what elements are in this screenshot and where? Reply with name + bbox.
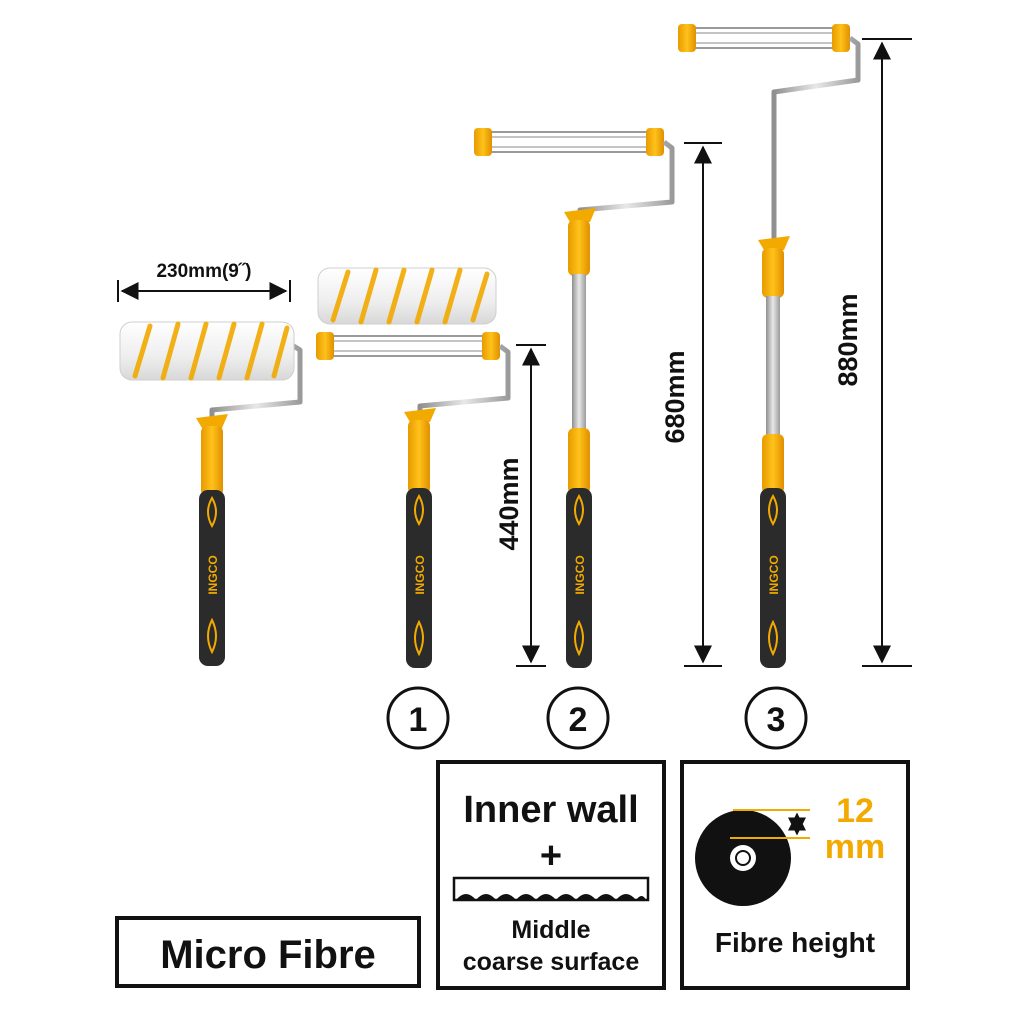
handle-collar bbox=[404, 408, 436, 422]
height-label-3: 880mm bbox=[833, 293, 863, 386]
fibre-height-box: 12 mm Fibre height bbox=[680, 760, 910, 990]
surface-title: Inner wall bbox=[463, 789, 638, 831]
brand-logo: INGCO bbox=[573, 555, 587, 594]
brand-logo: INGCO bbox=[767, 555, 781, 594]
height-label-2: 680mm bbox=[660, 350, 690, 443]
fibre-value: 12 bbox=[836, 792, 874, 830]
handle-grip bbox=[566, 488, 592, 668]
handle-collar bbox=[196, 414, 228, 428]
brand-logo: INGCO bbox=[206, 555, 220, 594]
spare-sleeve-stripes bbox=[330, 267, 490, 325]
cage-end-cap-right bbox=[482, 332, 500, 360]
roller-variant-1: INGCO 440mm bbox=[316, 267, 546, 668]
height-dimension-2: 680mm bbox=[660, 142, 722, 667]
roller-cage bbox=[691, 27, 837, 49]
width-label: 230mm(9˝) bbox=[156, 261, 251, 282]
roller-variant-2: INGCO 680mm bbox=[474, 128, 722, 668]
height-dimension-1: 440mm bbox=[494, 344, 546, 667]
handle-collar bbox=[564, 208, 596, 222]
cage-end-cap-left bbox=[678, 24, 696, 52]
roller-cage bbox=[329, 335, 487, 357]
roller-cross-section-icon bbox=[695, 809, 810, 906]
svg-text:2: 2 bbox=[569, 701, 588, 739]
brand-logo: INGCO bbox=[413, 555, 427, 594]
extension-pole bbox=[766, 296, 780, 436]
handle-collar bbox=[758, 236, 790, 250]
handle-grip-top bbox=[408, 420, 430, 494]
handle-grip-top bbox=[762, 434, 784, 494]
extension-grip-top bbox=[568, 220, 590, 276]
cage-end-cap-left bbox=[316, 332, 334, 360]
extension-pole bbox=[572, 274, 586, 430]
handle-grip-top bbox=[201, 426, 223, 496]
frame-wire bbox=[417, 344, 511, 412]
svg-text:1: 1 bbox=[409, 701, 428, 739]
variant-marker-1: 1 bbox=[386, 686, 450, 750]
svg-text:3: 3 bbox=[767, 701, 786, 739]
height-label-1: 440mm bbox=[494, 457, 524, 550]
handle-grip bbox=[199, 490, 225, 666]
roller-variant-3: INGCO 880mm bbox=[678, 24, 912, 668]
width-dimension: 230mm(9˝) bbox=[117, 261, 291, 302]
cage-end-cap-right bbox=[832, 24, 850, 52]
surface-line-2: coarse surface bbox=[463, 948, 640, 976]
roller-short-with-sleeve: 230mm(9˝) INGCO bbox=[117, 261, 303, 666]
material-label: Micro Fibre bbox=[160, 933, 376, 977]
surface-plus: + bbox=[540, 835, 562, 877]
frame-wire bbox=[771, 36, 861, 240]
frame-wire bbox=[209, 342, 303, 418]
height-dimension-3: 880mm bbox=[833, 38, 912, 667]
material-box: Micro Fibre bbox=[115, 916, 421, 988]
surface-line-1: Middle bbox=[511, 916, 590, 944]
coarse-surface-icon bbox=[452, 876, 650, 902]
fibre-unit: mm bbox=[825, 828, 885, 866]
handle-grip bbox=[406, 488, 432, 668]
surface-box: Inner wall + Middle coarse surface bbox=[436, 760, 666, 990]
variant-marker-2: 2 bbox=[546, 686, 610, 750]
handle-grip bbox=[760, 488, 786, 668]
handle-grip-top bbox=[568, 428, 590, 494]
roller-cage bbox=[487, 131, 651, 153]
sleeve-stripes bbox=[132, 321, 290, 381]
variant-marker-3: 3 bbox=[744, 686, 808, 750]
extension-grip-top bbox=[762, 248, 784, 298]
cage-end-cap-right bbox=[646, 128, 664, 156]
cage-end-cap-left bbox=[474, 128, 492, 156]
fibre-caption: Fibre height bbox=[715, 927, 875, 958]
